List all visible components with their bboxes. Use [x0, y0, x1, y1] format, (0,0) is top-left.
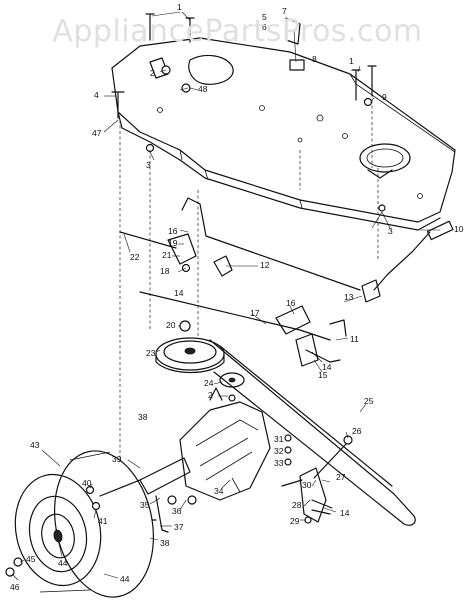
- top-bolts: [111, 13, 377, 153]
- callout-30: 30: [302, 480, 312, 490]
- leader-lines: [11, 11, 440, 581]
- callout-32: 32: [274, 446, 284, 456]
- callout-7: 7: [282, 6, 287, 16]
- callout-1-right: 1: [349, 56, 354, 66]
- callout-20: 20: [166, 320, 176, 330]
- callout-36: 36: [172, 506, 182, 516]
- callout-31: 31: [274, 434, 284, 444]
- callout-10: 10: [454, 224, 464, 234]
- callout-labels: 1 1 2 3 3 4 5 6 7 8 9 10 11 12 13 14 14 …: [10, 2, 464, 592]
- callout-33: 33: [274, 458, 284, 468]
- callout-48: 48: [198, 84, 208, 94]
- callout-38-bottom: 38: [160, 538, 170, 548]
- transaxle: [139, 387, 271, 541]
- callout-22: 22: [130, 252, 140, 262]
- callout-28: 28: [292, 500, 302, 510]
- callout-14-mid: 14: [174, 288, 184, 298]
- frame-plate: [111, 37, 456, 231]
- callout-13: 13: [344, 292, 354, 302]
- callout-8: 8: [312, 54, 317, 64]
- callout-38-top: 38: [138, 412, 148, 422]
- callout-24: 24: [204, 378, 214, 388]
- callout-5: 5: [262, 12, 267, 22]
- callout-3-left: 3: [146, 160, 151, 170]
- callout-4: 4: [94, 90, 99, 100]
- callout-14-right: 14: [322, 362, 332, 372]
- callout-14-bottom: 14: [340, 508, 350, 518]
- callout-40: 40: [82, 478, 92, 488]
- callout-47: 47: [92, 128, 102, 138]
- callout-9: 9: [382, 92, 387, 102]
- linkage-rods: [119, 197, 454, 367]
- callout-25: 25: [364, 396, 374, 406]
- callout-27: 27: [336, 472, 346, 482]
- callout-34: 34: [214, 486, 224, 496]
- callout-2-top: 2: [150, 68, 155, 78]
- guide-lines: [119, 100, 379, 570]
- callout-19: 19: [168, 238, 178, 248]
- callout-11: 11: [350, 334, 359, 344]
- callout-39: 39: [112, 454, 122, 464]
- callout-37: 37: [174, 522, 184, 532]
- callout-17: 17: [250, 308, 260, 318]
- callout-41: 41: [98, 516, 108, 526]
- callout-44-inner: 44: [58, 558, 68, 568]
- callout-2-mid: 2: [208, 390, 213, 400]
- callout-26: 26: [352, 426, 362, 436]
- callout-46: 46: [10, 582, 20, 592]
- callout-16-right: 16: [286, 298, 296, 308]
- callout-43: 43: [30, 440, 40, 450]
- callout-12: 12: [260, 260, 270, 270]
- callout-35: 35: [140, 500, 150, 510]
- wheel-and-tire: [5, 450, 155, 598]
- pulleys-and-belt: [155, 320, 416, 526]
- callout-3-right: 3: [388, 226, 393, 236]
- callout-45: 45: [26, 554, 36, 564]
- callout-23: 23: [146, 348, 156, 358]
- callout-1-top: 1: [177, 2, 182, 12]
- callout-44-outer: 44: [120, 574, 130, 584]
- callout-21: 21: [162, 250, 172, 260]
- callout-16-left: 16: [168, 226, 178, 236]
- callout-15: 15: [318, 370, 328, 380]
- callout-6: 6: [262, 22, 267, 32]
- callout-18: 18: [160, 266, 170, 276]
- callout-29: 29: [290, 516, 300, 526]
